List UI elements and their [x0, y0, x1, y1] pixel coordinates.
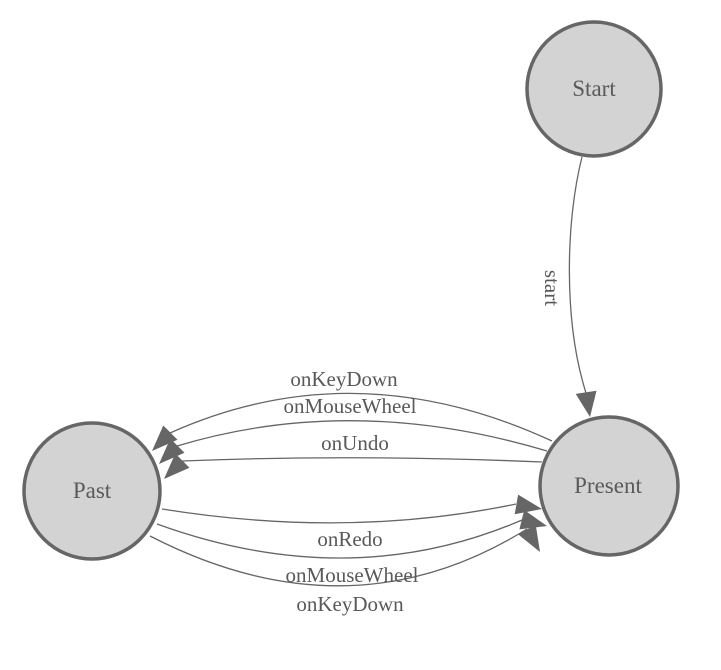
edge-past-to-present-onkeydown	[149, 528, 528, 587]
edge-label-start: start	[540, 270, 564, 306]
state-node-start[interactable]	[525, 20, 663, 158]
edge-label-onkeydown-top: onKeyDown	[290, 367, 398, 391]
arrowhead-onmousewheel-at-present	[519, 510, 547, 530]
edge-present-to-past-onundo	[181, 457, 543, 463]
arrowhead-start-to-present	[575, 390, 597, 417]
edge-past-to-present-onmousewheel	[156, 519, 523, 559]
edge-past-to-present-onredo	[161, 503, 517, 524]
edge-start-to-present	[568, 156, 587, 394]
state-node-start-label: Start	[572, 76, 616, 101]
edge-present-to-past-onkeydown	[169, 392, 553, 442]
state-node-past[interactable]	[22, 421, 162, 561]
arrowhead-onmousewheel-at-past	[159, 438, 185, 464]
state-node-present-label: Present	[574, 473, 642, 498]
edge-label-onundo: onUndo	[321, 431, 389, 455]
state-node-present[interactable]	[538, 415, 680, 557]
arrowhead-onredo-at-present	[514, 494, 542, 515]
state-node-past-label: Past	[73, 478, 112, 503]
arrowhead-onundo-at-past	[164, 453, 190, 479]
arrowhead-onkeydown-at-past	[152, 425, 178, 451]
arrowhead-onkeydown-at-present	[518, 524, 540, 552]
edge-label-onmousewheel-bottom: onMouseWheel	[286, 563, 419, 587]
edge-present-to-past-onmousewheel	[176, 420, 548, 452]
edge-label-onmousewheel-top: onMouseWheel	[284, 394, 417, 418]
edge-label-onkeydown-bottom: onKeyDown	[296, 592, 404, 616]
edge-label-onredo: onRedo	[317, 527, 382, 551]
